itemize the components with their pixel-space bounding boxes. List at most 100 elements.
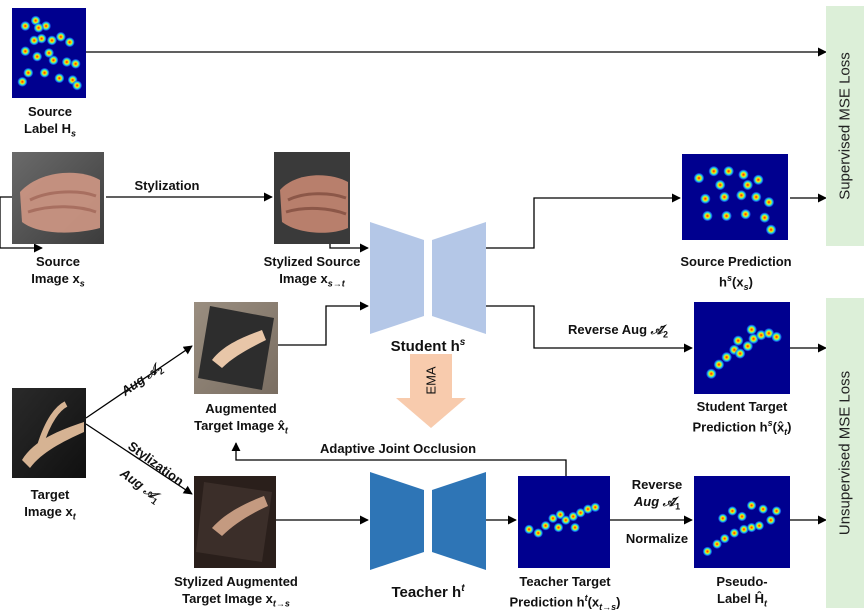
keypoint-blob <box>61 56 72 68</box>
student-label: Student hs <box>390 337 466 355</box>
keypoint-blob <box>31 51 43 62</box>
keypoint-blob <box>734 348 746 360</box>
keypoint-blob <box>524 524 535 535</box>
reverse-aug-2-label: Reverse Aug 𝒜̃2 <box>568 322 668 340</box>
stylized-source-caption: Stylized Source Image xs→t <box>263 254 361 289</box>
keypoint-blob <box>20 20 31 32</box>
unsupervised-loss-band: Unsupervised MSE Loss <box>826 298 864 608</box>
keypoint-blob <box>70 58 81 69</box>
keypoint-blob <box>737 169 749 181</box>
adaptive-joint-occlusion-label: Adaptive Joint Occlusion <box>319 441 477 456</box>
keypoint-blob <box>533 528 544 539</box>
keypoint-blob <box>575 507 586 518</box>
keypoint-blob <box>740 208 752 220</box>
augmented-target-image <box>194 302 278 394</box>
keypoint-blob <box>727 505 738 516</box>
keypoint-blob <box>540 520 551 531</box>
keypoint-blob <box>723 165 735 177</box>
keypoint-blob <box>55 31 67 42</box>
keypoint-blob <box>738 524 749 535</box>
keypoint-blob <box>721 210 733 222</box>
keypoint-blob <box>33 22 44 33</box>
normalize-label: Normalize <box>625 531 689 546</box>
arrow-adaptive-joint-occlusion <box>231 442 567 476</box>
keypoint-blob <box>693 172 705 184</box>
keypoint-blob <box>547 513 558 524</box>
teacher-network <box>370 472 486 570</box>
arrow-student-to-source-pred <box>486 193 681 249</box>
connectors <box>0 47 827 525</box>
keypoint-blob <box>746 500 757 511</box>
student-target-heatmap <box>694 302 790 394</box>
keypoint-blob <box>719 533 730 544</box>
keypoint-blob <box>17 76 28 88</box>
stylized-augmented-caption: Stylized Augmented Target Image xt→s <box>174 574 298 609</box>
augmented-target-caption: Augmented Target Image x̂t <box>194 401 288 436</box>
keypoint-blob <box>64 37 75 48</box>
source-prediction-caption: Source Prediction hs(xs) <box>680 254 792 292</box>
ema-label: EMA <box>423 366 439 395</box>
stylized-source-image <box>274 152 350 244</box>
student-network <box>370 222 486 334</box>
keypoint-blob <box>735 189 747 201</box>
stylization-top-label: Stylization <box>134 178 200 193</box>
keypoint-blob <box>71 80 83 91</box>
keypoint-blob <box>701 210 713 222</box>
keypoint-blob <box>763 196 775 208</box>
keypoint-blob <box>765 224 777 236</box>
keypoint-blob <box>737 511 747 522</box>
keypoint-blob <box>699 193 711 205</box>
keypoint-blob <box>714 179 726 191</box>
keypoint-blob <box>713 359 725 371</box>
keypoint-blob <box>570 522 581 533</box>
keypoint-blob <box>708 165 720 177</box>
student-target-caption: Student Target Prediction hs(x̂t) <box>692 399 792 437</box>
keypoint-blob <box>771 331 783 343</box>
unsupervised-loss-label: Unsupervised MSE Loss <box>836 370 854 536</box>
keypoint-blob <box>742 340 754 352</box>
keypoint-blob <box>742 179 754 191</box>
keypoint-blob <box>705 368 717 380</box>
keypoint-blob <box>750 191 762 203</box>
keypoint-blob <box>39 67 50 79</box>
source-image <box>12 152 104 244</box>
keypoint-blob <box>590 502 601 513</box>
arrow-augmented-to-student <box>278 301 369 346</box>
keypoint-blob <box>732 335 744 347</box>
keypoint-blob <box>758 504 769 515</box>
keypoint-blob <box>702 546 713 557</box>
teacher-label: Teacher ht <box>391 583 465 601</box>
target-image-caption: Target Image xt <box>24 487 76 522</box>
keypoint-blob <box>718 191 730 203</box>
supervised-loss-label: Supervised MSE Loss <box>836 52 854 200</box>
supervised-loss-band: Supervised MSE Loss <box>826 6 864 246</box>
teacher-target-heatmap <box>518 476 610 568</box>
target-image <box>12 388 86 478</box>
keypoint-blob <box>721 351 733 363</box>
keypoint-blob <box>712 539 723 550</box>
reverse-aug-1-label: Reverse Aug 𝒜̃1 <box>631 477 683 512</box>
keypoint-blob <box>23 67 34 79</box>
stylized-augmented-image <box>194 476 276 568</box>
keypoint-blob <box>754 520 765 531</box>
keypoint-blob <box>43 47 55 59</box>
keypoint-blob <box>746 522 757 533</box>
source-label-caption: Source Label Hs <box>24 104 76 139</box>
keypoint-blob <box>771 505 782 516</box>
arrow-target-to-augmented <box>85 345 193 419</box>
keypoint-blob <box>717 513 728 524</box>
ema-arrow <box>396 354 466 428</box>
keypoint-blob <box>560 515 571 526</box>
keypoint-blob <box>54 73 65 84</box>
keypoint-blob <box>553 522 564 533</box>
keypoint-blob <box>746 324 758 336</box>
keypoint-blob <box>20 46 31 57</box>
arrow-target-to-stylized-aug <box>85 423 193 495</box>
pseudo-label-caption: Pseudo- Label Ĥt <box>716 574 768 609</box>
keypoint-blob <box>29 35 40 46</box>
keypoint-blob <box>765 515 776 526</box>
arrow-student-to-student-target <box>486 305 693 353</box>
pseudo-label-heatmap <box>694 476 790 568</box>
keypoint-blob <box>568 511 579 522</box>
